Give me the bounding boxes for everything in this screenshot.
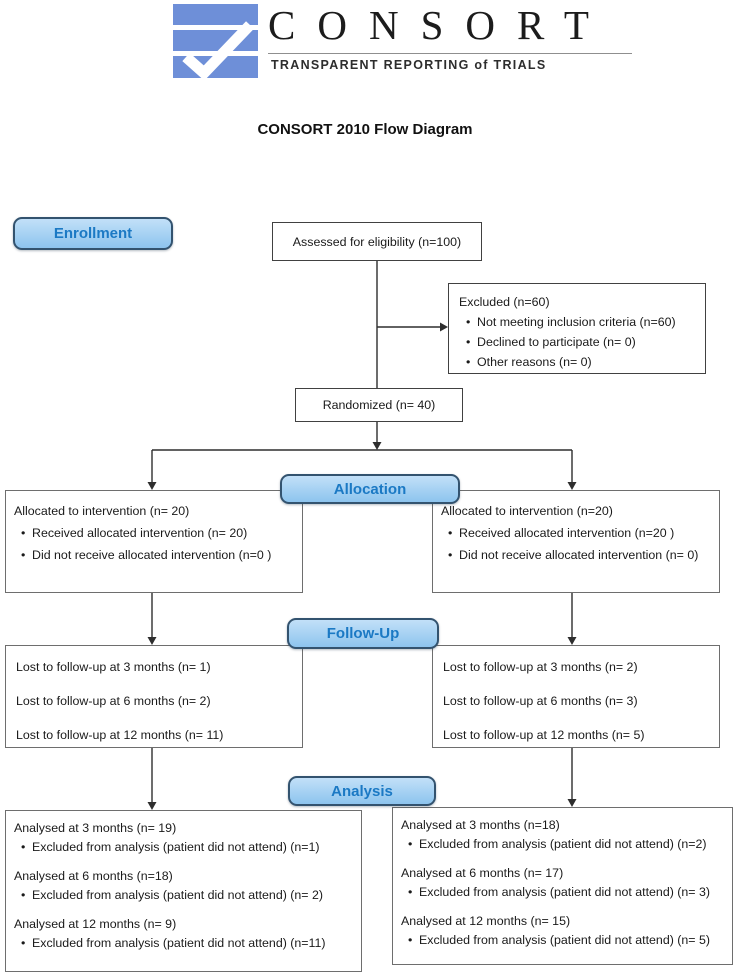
arrow-randomized-split — [372, 442, 382, 450]
allocation-left-item: •Received allocated intervention (n= 20) — [14, 522, 296, 544]
followup-right-item: Lost to follow-up at 3 months (n= 2) — [443, 660, 638, 674]
bullet-icon: • — [21, 839, 26, 854]
followup-right-item: Lost to follow-up at 12 months (n= 5) — [443, 728, 645, 742]
arrow-into-allocation-left — [147, 482, 157, 490]
assessed-text: Assessed for eligibility (n=100) — [292, 234, 462, 249]
assessed-box: Assessed for eligibility (n=100) — [272, 222, 482, 261]
analysis-right-group: Analysed at 12 months (n= 15) •Excluded … — [401, 912, 726, 949]
arrow-into-followup-right — [567, 637, 577, 645]
followup-left-box: Lost to follow-up at 3 months (n= 1) Los… — [5, 645, 303, 748]
bullet-icon: • — [408, 884, 413, 899]
excluded-item: •Not meeting inclusion criteria (n=60) — [459, 312, 699, 332]
stage-label-followup: Follow-Up — [287, 618, 439, 649]
analysis-right-group: Analysed at 3 months (n=18) •Excluded fr… — [401, 816, 726, 853]
excluded-item: •Declined to participate (n= 0) — [459, 332, 699, 352]
brand-divider — [268, 53, 632, 54]
followup-right-box: Lost to follow-up at 3 months (n= 2) Los… — [432, 645, 720, 748]
analysis-left-group: Analysed at 12 months (n= 9) •Excluded f… — [14, 915, 355, 952]
bullet-icon: • — [408, 836, 413, 851]
stage-label-enrollment: Enrollment — [13, 217, 173, 250]
analysis-right-box: Analysed at 3 months (n=18) •Excluded fr… — [392, 807, 733, 965]
bullet-icon: • — [408, 932, 413, 947]
bullet-icon: • — [21, 526, 26, 540]
stage-label-allocation: Allocation — [280, 474, 460, 504]
analysis-left-group: Analysed at 6 months (n=18) •Excluded fr… — [14, 867, 355, 904]
followup-left-item: Lost to follow-up at 3 months (n= 1) — [16, 660, 211, 674]
brand-wordmark: CONSORT — [268, 2, 611, 48]
followup-right-item: Lost to follow-up at 6 months (n= 3) — [443, 694, 638, 708]
allocation-right-title: Allocated to intervention (n=20) — [441, 504, 613, 518]
allocation-left-box: Allocated to intervention (n= 20) •Recei… — [5, 490, 303, 593]
bullet-icon: • — [466, 315, 471, 329]
analysis-left-box: Analysed at 3 months (n= 19) •Excluded f… — [5, 810, 362, 972]
randomized-box: Randomized (n= 40) — [295, 388, 463, 422]
consort-logo-icon — [173, 4, 258, 78]
arrow-into-analysis-left — [147, 802, 157, 810]
allocation-left-title: Allocated to intervention (n= 20) — [14, 504, 190, 518]
excluded-box: Excluded (n=60) •Not meeting inclusion c… — [448, 283, 706, 374]
excluded-title: Excluded (n=60) — [459, 295, 550, 309]
bullet-icon: • — [466, 335, 471, 349]
allocation-left-item: •Did not receive allocated intervention … — [14, 544, 296, 566]
bullet-icon: • — [21, 935, 26, 950]
arrow-into-allocation-right — [567, 482, 577, 490]
randomized-text: Randomized (n= 40) — [322, 398, 436, 412]
brand-tagline: TRANSPARENT REPORTING of TRIALS — [271, 58, 547, 72]
followup-left-item: Lost to follow-up at 12 months (n= 11) — [16, 728, 224, 742]
bullet-icon: • — [448, 548, 453, 562]
bullet-icon: • — [466, 355, 471, 369]
allocation-right-item: •Received allocated intervention (n=20 ) — [441, 522, 713, 544]
bullet-icon: • — [21, 887, 26, 902]
page-title: CONSORT 2010 Flow Diagram — [257, 121, 473, 138]
arrow-into-followup-left — [147, 637, 157, 645]
analysis-right-group: Analysed at 6 months (n= 17) •Excluded f… — [401, 864, 726, 901]
stage-label-analysis: Analysis — [288, 776, 436, 806]
arrow-into-analysis-right — [567, 799, 577, 807]
bullet-icon: • — [448, 526, 453, 540]
analysis-left-group: Analysed at 3 months (n= 19) •Excluded f… — [14, 819, 355, 856]
bullet-icon: • — [21, 548, 26, 562]
allocation-right-box: Allocated to intervention (n=20) •Receiv… — [432, 490, 720, 593]
arrow-into-excluded — [440, 322, 448, 332]
excluded-item: •Other reasons (n= 0) — [459, 352, 699, 372]
allocation-right-item: •Did not receive allocated intervention … — [441, 544, 713, 566]
followup-left-item: Lost to follow-up at 6 months (n= 2) — [16, 694, 211, 708]
